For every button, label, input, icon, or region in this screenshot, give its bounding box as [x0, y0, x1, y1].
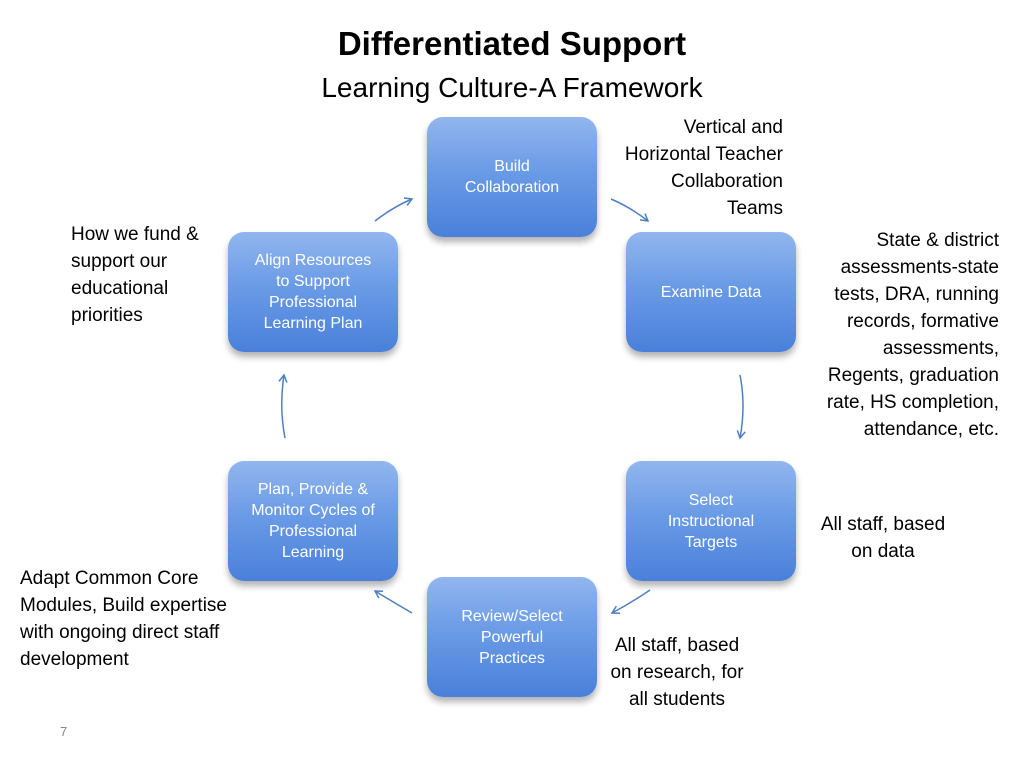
box-review-select-practices: Review/Select Powerful Practices [427, 577, 597, 697]
page-number: 7 [60, 724, 68, 739]
note-all-staff-data: All staff, based on data [820, 514, 946, 562]
box-align-resources: Align Resources to Support Professional … [228, 232, 398, 352]
note-teacher-collaboration: Vertical and Horizontal Teacher Collabor… [624, 117, 783, 219]
slide-title: Differentiated Support [337, 25, 687, 62]
slide-subtitle: Learning Culture-A Framework [321, 72, 703, 103]
arrow-select-to-review [610, 589, 651, 615]
arrow-examine-to-select [736, 374, 746, 440]
arrow-build-to-examine [610, 198, 650, 222]
box-plan-provide-monitor: Plan, Provide & Monitor Cycles of Profes… [228, 461, 398, 581]
arrow-align-to-build [374, 197, 414, 222]
note-all-staff-research: All staff, based on research, for all st… [610, 635, 744, 710]
box-build-collaboration: Build Collaboration [427, 117, 597, 237]
box-examine-data: Examine Data [626, 232, 796, 352]
arrow-review-to-plan [373, 590, 413, 614]
arrow-plan-to-align [278, 373, 288, 439]
note-adapt-common-core: Adapt Common Core Modules, Build experti… [20, 568, 227, 670]
note-assessments: State & district assessments-state tests… [826, 230, 999, 440]
note-funding: How we fund & support our educational pr… [71, 224, 199, 326]
box-select-instructional-targets: Select Instructional Targets [626, 461, 796, 581]
